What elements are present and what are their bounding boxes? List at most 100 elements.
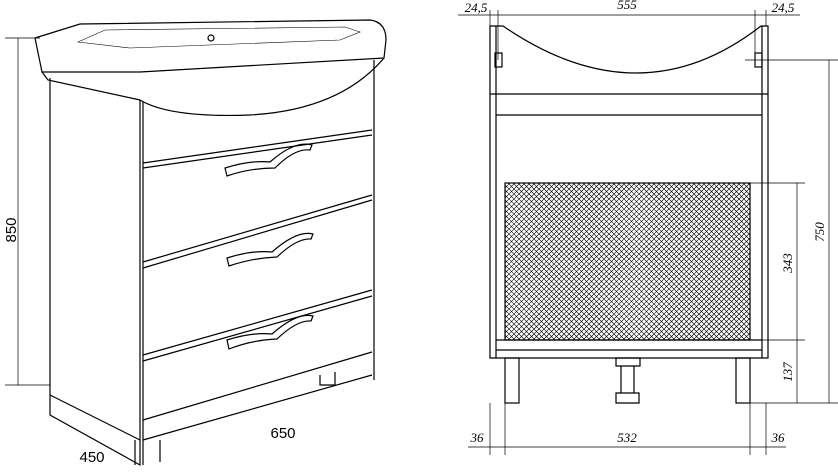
cabinet-side xyxy=(49,78,141,467)
hatch-line xyxy=(732,322,751,341)
wall-brackets xyxy=(494,52,763,68)
hatch-line xyxy=(602,192,751,341)
hatch-line xyxy=(504,279,566,341)
hatch-line xyxy=(504,182,526,204)
hatch-line xyxy=(687,277,751,341)
hatch-line xyxy=(637,227,751,341)
hatch-line xyxy=(537,182,696,341)
handle-2 xyxy=(226,232,314,267)
hatch-line xyxy=(697,287,751,341)
hatch-line xyxy=(504,182,536,214)
hatch-line xyxy=(597,187,751,341)
hatch-line xyxy=(504,182,636,314)
bottom-left-offset-label: 36 xyxy=(470,430,485,445)
hatch-line xyxy=(504,182,656,334)
hatch-line xyxy=(504,182,556,234)
front-view: 24,5 555 24,5 750 343 137 36 532 36 xyxy=(458,0,838,455)
bottom-dimension-line xyxy=(468,403,786,455)
hatch-line xyxy=(547,182,706,341)
hatch-line xyxy=(727,317,751,341)
hatch-line xyxy=(527,182,686,341)
hatch-line xyxy=(504,249,596,341)
hatch-line xyxy=(692,282,751,341)
hatch-line xyxy=(504,182,631,309)
hatch-line xyxy=(504,182,551,229)
hatch-line xyxy=(504,182,651,329)
hatch-line xyxy=(627,217,751,341)
hatch-line xyxy=(557,182,716,341)
hatch-line xyxy=(652,242,751,341)
hatch-line xyxy=(504,182,626,304)
total-height-label: 750 xyxy=(812,222,827,242)
hatch-line xyxy=(504,182,566,244)
hatch-line xyxy=(504,182,541,219)
feet xyxy=(134,372,336,465)
panel-height-label: 343 xyxy=(780,253,795,274)
hatch-line xyxy=(504,269,576,341)
hatch-line xyxy=(522,182,681,341)
hatch-line xyxy=(504,209,636,341)
hatch-line xyxy=(504,182,561,239)
handle-3 xyxy=(226,314,314,350)
hatch-line xyxy=(642,232,751,341)
width-label: 650 xyxy=(270,425,295,442)
hatch-line xyxy=(647,237,751,341)
hatch-line xyxy=(552,182,711,341)
hatch-line xyxy=(504,182,646,324)
right-leg xyxy=(735,357,751,404)
hatch-line xyxy=(504,204,641,341)
hatch-line xyxy=(512,182,671,341)
drawer-1 xyxy=(142,129,373,169)
hatch-line xyxy=(657,247,751,341)
top-width-label: 555 xyxy=(617,0,637,12)
hatch-line xyxy=(504,182,621,299)
height-dimension-line xyxy=(5,37,50,386)
leg-height-label: 137 xyxy=(780,362,795,382)
hatch-line xyxy=(504,182,616,294)
hatch-line xyxy=(504,314,531,341)
hatch-line xyxy=(504,182,611,289)
depth-label: 450 xyxy=(79,449,104,466)
hatch-line xyxy=(504,189,656,341)
top-left-offset-label: 24,5 xyxy=(465,0,488,15)
hatch-line xyxy=(592,182,751,341)
hatch-line xyxy=(504,182,606,284)
bottom-right-offset-label: 36 xyxy=(771,430,786,445)
hatch-line xyxy=(504,182,581,259)
basin-inner xyxy=(76,26,361,49)
hatch-line xyxy=(504,184,661,341)
drawer-2 xyxy=(142,194,373,269)
hatch-line xyxy=(682,272,751,341)
hatch-line xyxy=(504,324,521,341)
hatch-line xyxy=(504,309,536,341)
hatch-line xyxy=(504,219,626,341)
center-foot xyxy=(615,357,641,404)
hatch-line xyxy=(677,267,751,341)
drawer-handles xyxy=(224,143,314,350)
hatch-line xyxy=(504,182,521,199)
bottom-rail xyxy=(496,339,762,351)
hatch-line xyxy=(567,182,726,341)
hatch-line xyxy=(712,302,751,341)
hatch-line xyxy=(577,182,736,341)
top-right-offset-label: 24,5 xyxy=(772,0,795,15)
height-label: 850 xyxy=(3,217,20,242)
top-dimension-line xyxy=(458,10,838,61)
hatch-line xyxy=(504,182,516,194)
basin-bowl xyxy=(41,57,385,116)
front-frame xyxy=(489,25,769,359)
hatch-line xyxy=(667,257,751,341)
hatch-line xyxy=(632,222,751,341)
hatch-line xyxy=(504,294,551,341)
hatch-line xyxy=(532,182,691,341)
hatch-line xyxy=(702,292,751,341)
hatch-line xyxy=(542,182,701,341)
hatch-line xyxy=(504,182,601,279)
hatch-line xyxy=(722,312,751,341)
hatch-line xyxy=(742,332,751,341)
hatch-line xyxy=(587,182,746,341)
hatch-line xyxy=(504,214,631,341)
hatch-line xyxy=(707,297,751,341)
hatch-line xyxy=(504,194,651,341)
